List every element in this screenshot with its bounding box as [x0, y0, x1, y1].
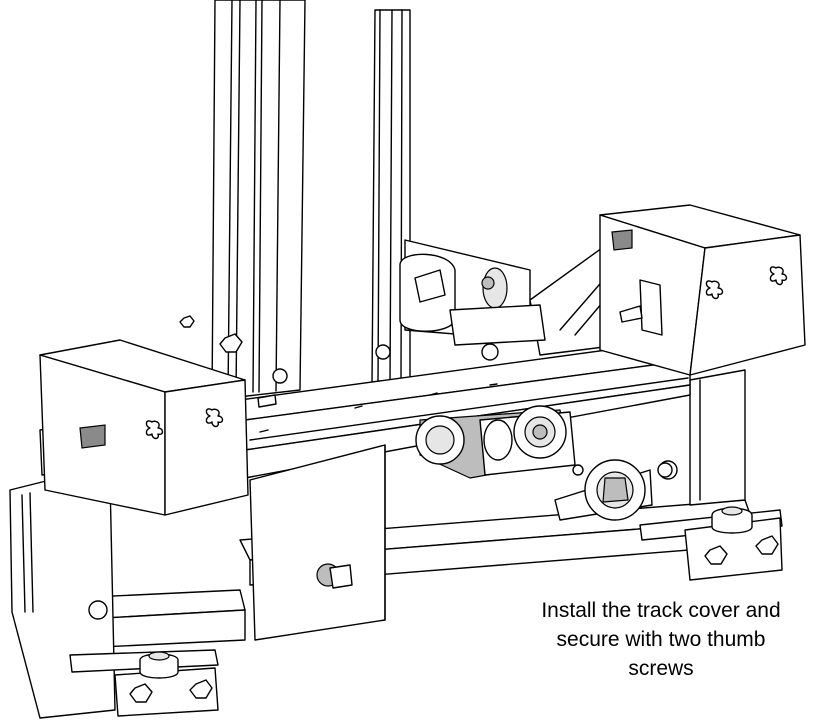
left-leveling-foot — [69, 649, 219, 717]
thumb-screws — [145, 266, 788, 440]
chain-sprocket — [554, 459, 678, 521]
left-cover-box — [39, 339, 249, 516]
lower-block — [249, 444, 386, 641]
instruction-caption: Install the track cover and secure with … — [541, 599, 781, 680]
right-cover-box — [599, 204, 806, 376]
hex-bolts — [88, 315, 673, 620]
gearbox — [415, 405, 576, 479]
right-leveling-foot — [639, 506, 783, 581]
vertical-column — [211, 0, 411, 401]
